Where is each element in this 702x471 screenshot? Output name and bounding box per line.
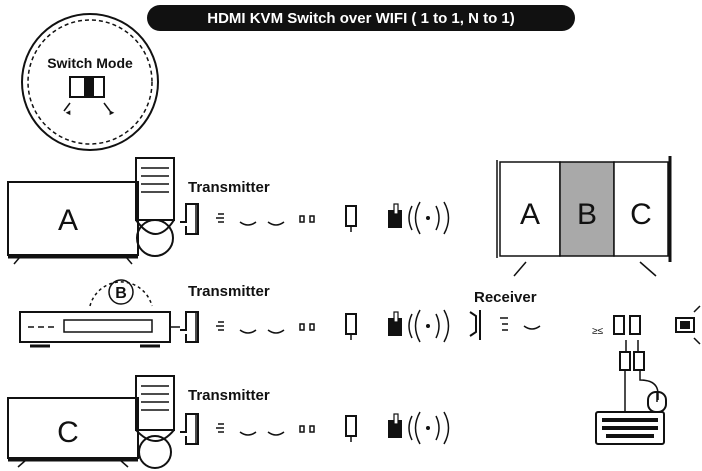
usb-flash-icon xyxy=(345,415,357,442)
keyboard-mouse-group xyxy=(595,370,667,445)
tower-pc-icon xyxy=(135,157,175,257)
usb-flash-icon xyxy=(345,205,357,232)
transmitter-label-1: Transmitter xyxy=(188,179,270,196)
row-a-source: A xyxy=(7,157,175,265)
switch-mode-label: Switch Mode xyxy=(47,55,133,71)
svg-text:►: ► xyxy=(108,108,116,117)
receiver-group: Receiver ≥≤ xyxy=(469,289,701,371)
switch-mode-icon: ◄ ► xyxy=(63,76,116,117)
keyboard-icon xyxy=(595,411,665,445)
receiver-device-icon xyxy=(469,310,541,340)
split-screen-display: A B C xyxy=(496,156,672,277)
split-panel-c xyxy=(613,161,669,257)
dvd-player-icon xyxy=(19,279,171,348)
receiver-ports: ≥≤ xyxy=(592,315,641,337)
transmitter-row-1: Transmitter xyxy=(180,179,450,235)
split-letter-c: C xyxy=(630,198,652,231)
wifi-dongle-icon xyxy=(675,305,701,345)
wifi-dongle-icon xyxy=(388,201,450,235)
transmitter-label-2: Transmitter xyxy=(188,283,270,300)
mouse-icon xyxy=(647,391,667,413)
transmitter-device-icon xyxy=(180,413,199,445)
screen-letter-a: A xyxy=(58,204,78,237)
monitor-icon xyxy=(7,397,139,468)
split-letter-a: A xyxy=(520,198,540,231)
transmitter-row-3: Transmitter xyxy=(180,387,450,445)
split-panel-b xyxy=(559,161,615,257)
title-text: HDMI KVM Switch over WIFI ( 1 to 1, N to… xyxy=(207,10,515,27)
switch-mode-badge: Switch Mode ◄ ► xyxy=(21,13,159,151)
usb-flash-icon xyxy=(345,313,357,340)
svg-text:◄: ◄ xyxy=(64,108,72,117)
monitor-icon xyxy=(7,181,139,265)
row-c-source: C xyxy=(7,375,175,469)
tower-pc-icon xyxy=(135,375,175,469)
receiver-label: Receiver xyxy=(474,289,537,306)
screen-letter-b: B xyxy=(115,285,127,302)
cable-strip-2 xyxy=(216,321,315,334)
transmitter-row-2: Transmitter xyxy=(170,283,450,343)
split-panel-a xyxy=(499,161,561,257)
split-letter-b: B xyxy=(577,198,597,231)
transmitter-device-icon xyxy=(180,203,199,235)
screen-letter-c: C xyxy=(57,416,79,449)
cable-strip-1 xyxy=(216,213,315,226)
wifi-dongle-icon xyxy=(388,309,450,343)
wifi-dongle-icon xyxy=(388,411,450,445)
transmitter-device-icon xyxy=(180,311,199,343)
row-b-source: B xyxy=(19,279,171,348)
title-pill: HDMI KVM Switch over WIFI ( 1 to 1, N to… xyxy=(147,5,575,31)
transmitter-label-3: Transmitter xyxy=(188,387,270,404)
svg-text:≥≤: ≥≤ xyxy=(592,326,603,337)
cable-strip-3 xyxy=(216,423,315,436)
